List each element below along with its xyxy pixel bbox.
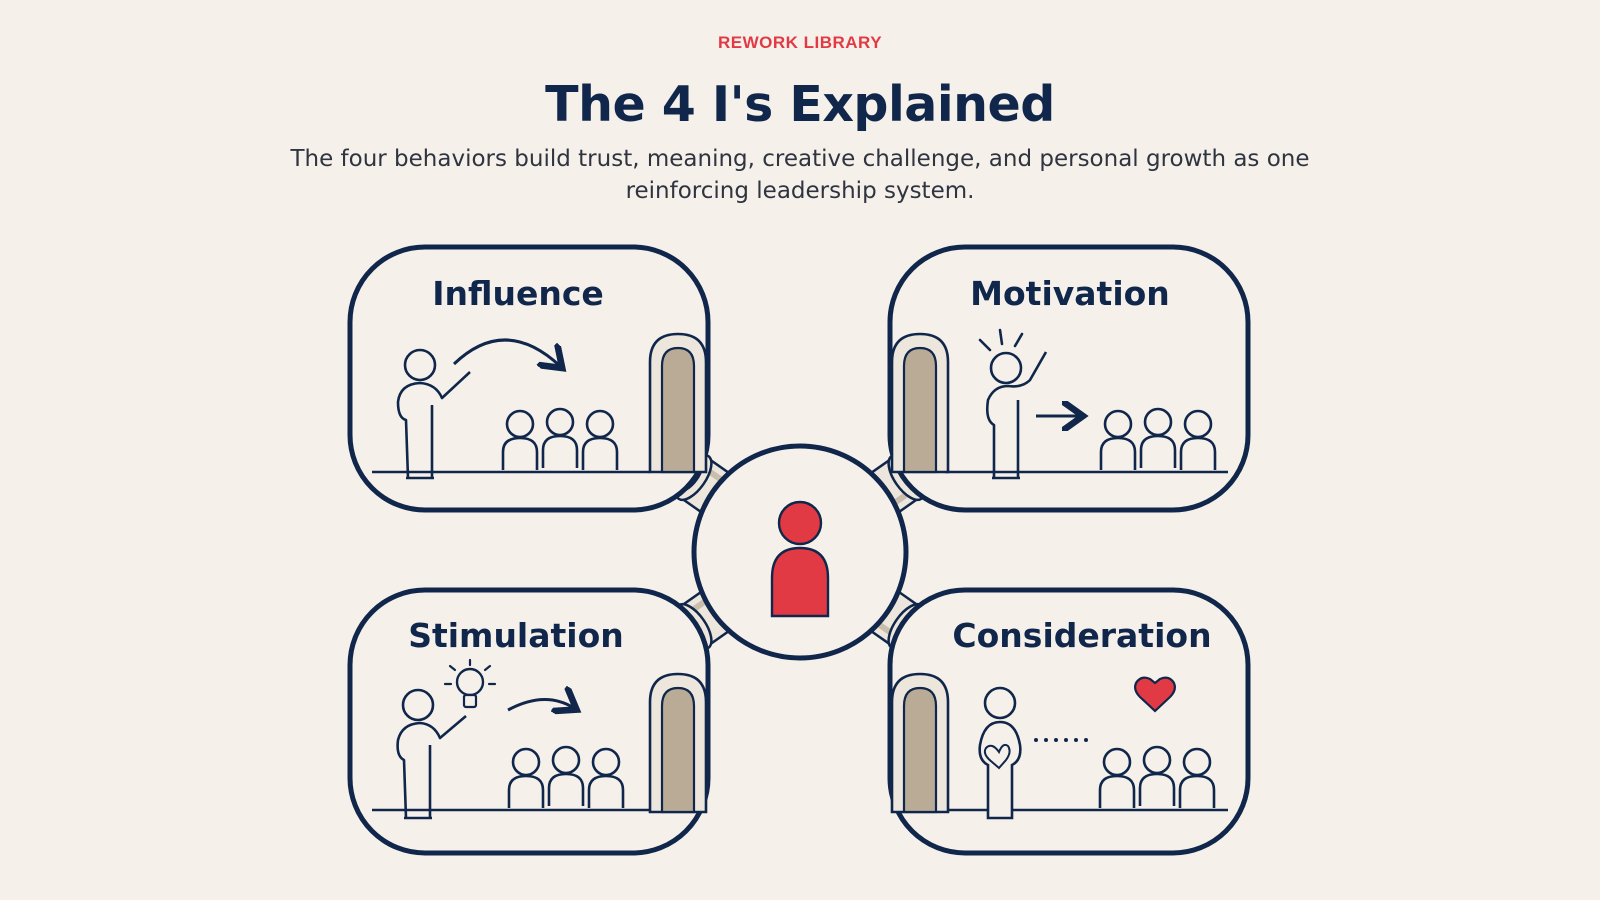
panel-consideration: Consideration [887, 587, 1251, 856]
panel-motivation-label: Motivation [970, 274, 1170, 313]
heart-care-icon [945, 676, 1228, 820]
leader-person-icon [770, 500, 830, 618]
page-title: The 4 I's Explained [545, 76, 1055, 133]
panel-motivation: Motivation [887, 244, 1251, 513]
panel-stimulation-label: Stimulation [408, 616, 624, 655]
central-hub [691, 443, 909, 661]
page-subtitle: The four behaviors build trust, meaning,… [290, 146, 1310, 204]
panel-stimulation: Stimulation [347, 587, 711, 856]
panel-influence: Influence [347, 244, 711, 513]
panel-consideration-label: Consideration [952, 616, 1211, 655]
panel-influence-label: Influence [432, 274, 604, 313]
presenter-arrow-icon [372, 338, 650, 480]
heart-icon [1134, 676, 1176, 713]
eyebrow-label: REWORK LIBRARY [717, 33, 883, 52]
lightbulb-idea-icon [372, 658, 650, 820]
waving-leader-icon [945, 328, 1228, 480]
